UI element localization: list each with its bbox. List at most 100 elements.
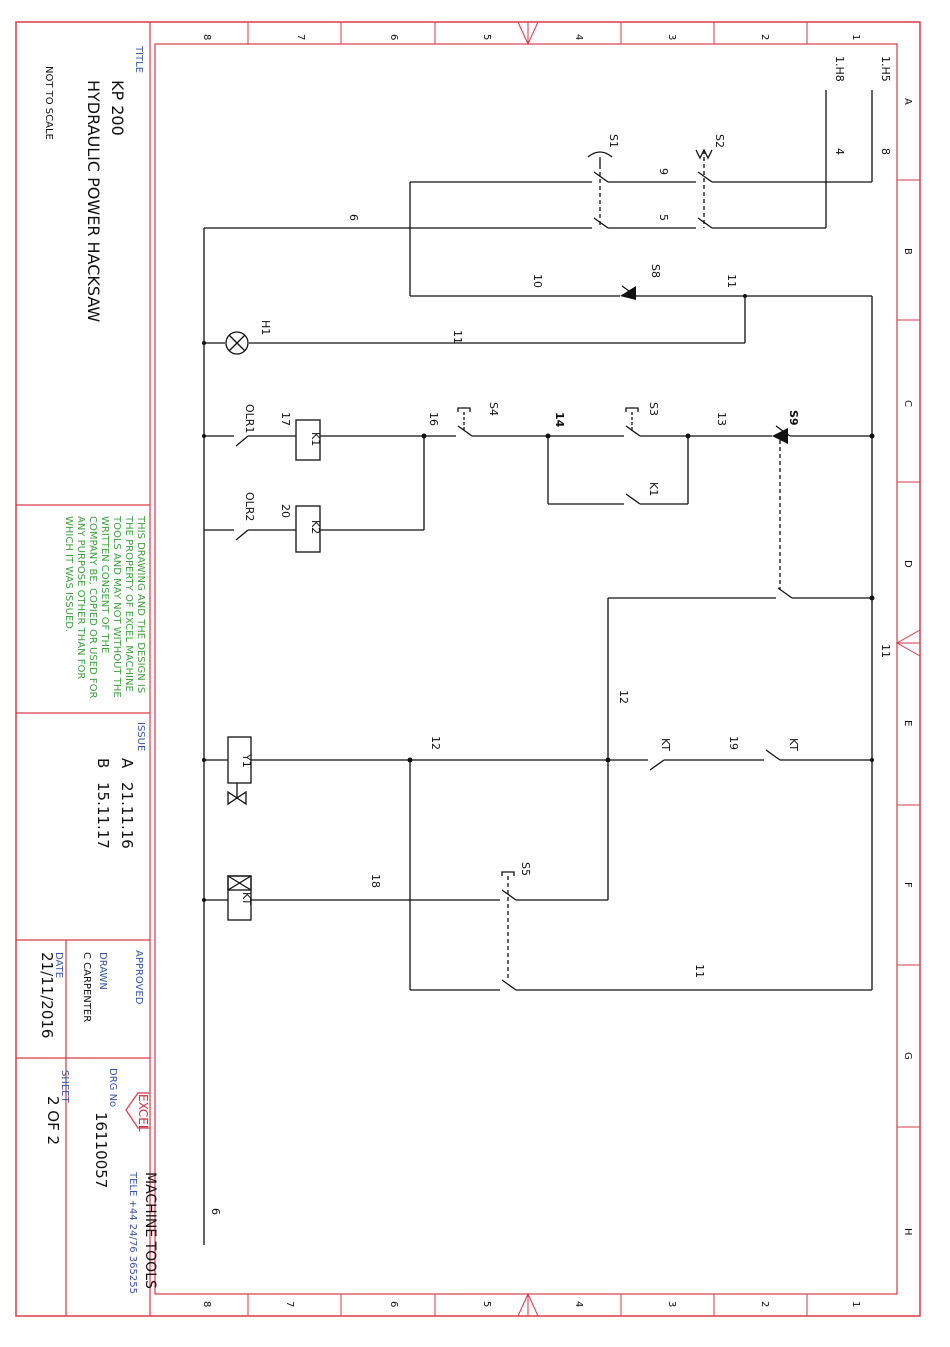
label-s9: S9 [787, 410, 800, 426]
issue-rev-a: A [118, 758, 136, 769]
zone-letter: B [902, 248, 913, 255]
zone-number: 4 [573, 1301, 584, 1307]
zone-letters-right: A B C D E F G H [902, 98, 913, 1236]
scale-note: NOT TO SCALE [43, 66, 54, 140]
label-olr2: OLR2 [243, 492, 256, 521]
zone-numbers-top: 8 7 6 5 4 3 2 1 [201, 34, 861, 40]
label-s5: S5 [519, 862, 532, 876]
label-kt-contact-b: KT [659, 738, 672, 751]
issue-date-b: 15.11.17 [94, 782, 112, 849]
supply-label-1h8: 1.H8 [833, 56, 846, 82]
wire-number: 6 [209, 1208, 222, 1215]
excel-logo: EXCEL [125, 1092, 150, 1132]
approved-label: APPROVED [133, 950, 144, 1005]
zone-letter: C [902, 400, 913, 407]
wire-numbers: 8 4 9 5 6 10 11 11 13 14 16 17 20 11 12 … [209, 148, 892, 1215]
zone-number: 6 [388, 1301, 399, 1307]
zone-number: 4 [573, 34, 584, 40]
copyright-line: THIS DRAWING AND THE DESIGN IS [135, 515, 146, 693]
zone-number: 1 [850, 34, 861, 40]
zone-letter: H [902, 1228, 913, 1236]
date-value: 21/11/2016 [38, 952, 56, 1038]
drawing-border [15, 21, 921, 1317]
zone-number: 3 [666, 1301, 677, 1307]
zone-number: 7 [295, 34, 306, 40]
zone-letter: F [902, 882, 913, 888]
sheet-label: SHEET [59, 1070, 70, 1104]
wire-number: 9 [657, 168, 670, 175]
copyright-line: THE PROPERTY OF EXCEL MACHINE [123, 515, 134, 692]
wire-number: 16 [427, 412, 440, 426]
zone-number: 2 [759, 34, 770, 40]
company-telephone: TELE +44 24/76 365255 [127, 1171, 138, 1294]
zone-number: 6 [388, 34, 399, 40]
k2-coil-icon [295, 505, 321, 553]
sheet-number: 2 OF 2 [44, 1096, 62, 1145]
zone-numbers-bottom: 8 7 6 5 4 3 2 1 [201, 1301, 861, 1307]
wire-number: 4 [833, 148, 846, 155]
s4-pushbutton-icon [457, 407, 471, 412]
wire-number: 14 [553, 412, 566, 428]
drg-label: DRG No [107, 1068, 118, 1107]
supply-label-1h5: 1.H5 [879, 56, 892, 82]
drawing-title-description: HYDRAULIC POWER HACKSAW [84, 80, 103, 322]
solenoid-coil-icon [227, 736, 252, 784]
wire-number: 12 [429, 736, 442, 750]
wire-number: 6 [347, 214, 360, 221]
label-kt-contact-a: KT [787, 738, 800, 751]
s5-pushbutton-icon [501, 871, 515, 876]
title-block: TITLE KP 200 HYDRAULIC POWER HACKSAW NOT… [16, 22, 158, 1316]
drawn-by: C CARPENTER [81, 952, 92, 1022]
issue-label: ISSUE [135, 722, 146, 751]
label-k2-coil: K2 [309, 520, 322, 534]
wire-number: 13 [715, 412, 728, 426]
zone-number: 3 [666, 34, 677, 40]
label-olr1: OLR1 [243, 404, 256, 433]
component-labels: 1.H5 1.H8 S1 S2 S8 H1 S3 S4 S9 K1 K1 K2 … [240, 56, 892, 905]
logo-text: EXCEL [136, 1094, 150, 1132]
label-s1: S1 [607, 134, 620, 148]
k1-coil-icon [295, 419, 321, 461]
label-s2: S2 [713, 134, 726, 148]
drawing-title-model: KP 200 [108, 80, 127, 136]
junction-dots [202, 294, 875, 902]
label-y1: Y1 [240, 753, 253, 768]
component-symbols [225, 148, 713, 921]
zone-letter: D [902, 560, 913, 568]
label-s8: S8 [649, 264, 662, 278]
copyright-line: WHICH IT WAS ISSUED. [63, 516, 74, 632]
label-k1-coil: K1 [309, 432, 322, 446]
wiring [203, 90, 873, 1245]
wire-number: 17 [279, 412, 292, 426]
zone-number: 5 [481, 1301, 492, 1307]
copyright-line: ANY PURPOSE OTHER THAN FOR [75, 516, 86, 679]
label-h1: H1 [259, 320, 272, 335]
wire-number: 20 [279, 504, 292, 518]
company-name: MACHINE TOOLS [142, 1172, 158, 1289]
lamp-icon [225, 331, 249, 355]
label-kt-coil: KT [240, 892, 253, 905]
zone-number: 8 [201, 1301, 212, 1307]
wire-number: 11 [451, 330, 464, 344]
zone-number: 1 [850, 1301, 861, 1307]
valve-icon [227, 790, 247, 806]
date-label: DATE [53, 952, 64, 978]
copyright-notice: THIS DRAWING AND THE DESIGN IS THE PROPE… [63, 515, 146, 699]
copyright-line: WRITTEN CONSENT OF THE [99, 516, 110, 653]
s1-mushroom-icon [587, 151, 613, 158]
label-s3: S3 [647, 402, 660, 416]
wire-number: 11 [879, 644, 892, 658]
drawn-label: DRAWN [97, 952, 108, 990]
wire-number: 10 [531, 274, 544, 288]
s8-limit-switch-icon [620, 286, 636, 300]
copyright-line: TOOLS AND MAY NOT WITHOUT THE [111, 515, 122, 698]
zone-number: 2 [759, 1301, 770, 1307]
wire-number: 8 [879, 148, 892, 155]
drawing-number: 16110057 [92, 1112, 110, 1188]
zone-number: 5 [481, 34, 492, 40]
wire-number: 18 [369, 874, 382, 888]
zone-letter: E [902, 720, 913, 726]
wire-number: 5 [657, 214, 670, 221]
